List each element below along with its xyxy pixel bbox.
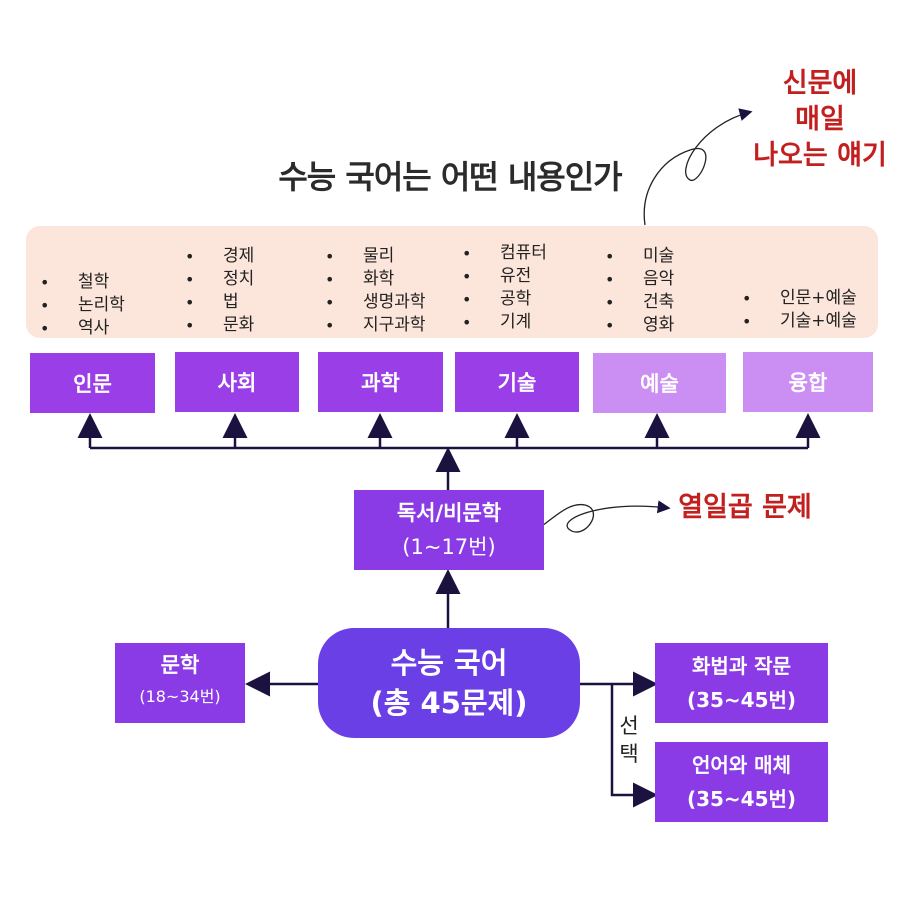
note-top-arrow <box>643 108 753 226</box>
note-top: 신문에 매일 나오는 얘기 <box>735 66 900 174</box>
category-gisul: 기술 <box>455 352 579 412</box>
topic-item: 지구과학 <box>325 314 426 337</box>
option-language-media-box: 언어와 매체 (35~45번) <box>655 742 828 822</box>
topic-item: 역사 <box>40 317 125 340</box>
literature-range: (18~34번) <box>139 687 221 706</box>
topic-item: 화학 <box>325 268 426 291</box>
topic-item: 정치 <box>185 268 254 291</box>
topic-item: 유전 <box>462 265 547 288</box>
category-gwahak: 과학 <box>318 352 443 412</box>
center-node: 수능 국어 (총 45문제) <box>318 628 580 738</box>
topic-list-4: 미술 음악 건축 영화 <box>605 245 674 337</box>
option2-title: 언어와 매체 <box>692 753 791 777</box>
option2-range: (35~45번) <box>686 787 797 811</box>
option-speech-writing-box: 화법과 작문 (35~45번) <box>655 643 828 723</box>
note-top-line-1: 신문에 <box>782 68 858 99</box>
page-title: 수능 국어는 어떤 내용인가 <box>278 158 622 196</box>
topic-item: 기계 <box>462 311 547 334</box>
topic-item: 법 <box>185 291 254 314</box>
category-inmun: 인문 <box>30 353 155 413</box>
topic-item: 음악 <box>605 268 674 291</box>
choice-label-1: 선 <box>619 714 639 738</box>
topics-panel <box>26 226 878 338</box>
literature-box: 문학 (18~34번) <box>115 643 245 723</box>
topic-item: 논리학 <box>40 294 125 317</box>
topic-item: 철학 <box>40 271 125 294</box>
center-count: (총 45문제) <box>370 686 528 720</box>
topic-item: 물리 <box>325 245 426 268</box>
choice-label: 선 택 <box>617 712 641 768</box>
category-sahoe: 사회 <box>175 352 299 412</box>
topic-item: 생명과학 <box>325 291 426 314</box>
topic-list-0: 철학 논리학 역사 <box>40 271 125 340</box>
option1-title: 화법과 작문 <box>692 654 791 678</box>
note-top-line-2: 매일 <box>795 104 845 135</box>
topic-item: 영화 <box>605 314 674 337</box>
topic-item: 공학 <box>462 288 547 311</box>
literature-title: 문학 <box>160 653 200 677</box>
topic-list-3: 컴퓨터 유전 공학 기계 <box>462 242 547 334</box>
arrow-center-to-option2 <box>610 684 658 808</box>
topic-item: 기술+예술 <box>742 310 857 333</box>
note-top-line-3: 나오는 얘기 <box>753 140 887 171</box>
topic-list-5: 인문+예술 기술+예술 <box>742 287 857 333</box>
category-yesul: 예술 <box>593 353 726 413</box>
topic-item: 건축 <box>605 291 674 314</box>
note-mid-arrow <box>504 500 671 543</box>
topic-item: 문화 <box>185 314 254 337</box>
note-mid: 열일곱 문제 <box>678 492 812 523</box>
category-yunghap: 융합 <box>743 352 873 412</box>
reading-title: 독서/비문학 <box>396 501 502 525</box>
topic-list-1: 경제 정치 법 문화 <box>185 245 254 337</box>
topic-list-2: 물리 화학 생명과학 지구과학 <box>325 245 426 337</box>
reading-range: (1~17번) <box>402 535 496 559</box>
center-title: 수능 국어 <box>390 646 508 680</box>
reading-box: 독서/비문학 (1~17번) <box>354 490 544 570</box>
topic-item: 컴퓨터 <box>462 242 547 265</box>
option1-range: (35~45번) <box>686 688 797 712</box>
choice-label-2: 택 <box>619 742 639 766</box>
topic-item: 인문+예술 <box>742 287 857 310</box>
topic-item: 경제 <box>185 245 254 268</box>
topic-item: 미술 <box>605 245 674 268</box>
